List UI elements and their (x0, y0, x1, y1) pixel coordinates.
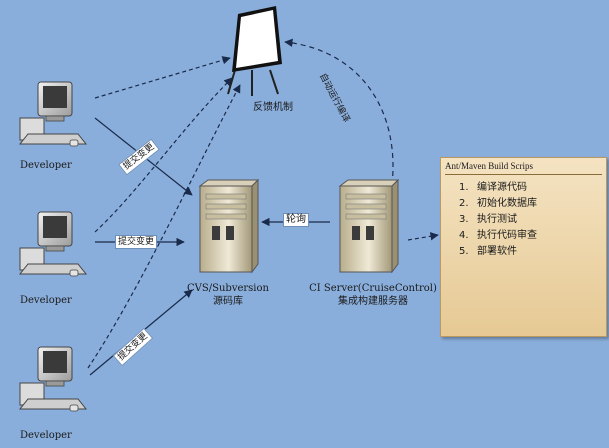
repository-label: CVS/Subversion 源码库 (178, 282, 278, 308)
developer-workstation-icon (18, 211, 88, 277)
build-steps-list: 1.编译源代码 2.初始化数据库 3.执行测试 4.执行代码审查 5.部署软件 (459, 180, 537, 260)
ci-panel-arrow (407, 232, 439, 241)
developer-label: Developer (20, 430, 72, 441)
developer-workstation-icon (18, 81, 88, 147)
dev1-feedback-arrow (94, 56, 231, 99)
commit-change-label: 提交变更 (115, 235, 158, 249)
dev3-feedback-arrow (87, 84, 241, 369)
repository-server-icon (198, 178, 260, 274)
build-step: 5.部署软件 (459, 246, 517, 257)
build-step: 2.初始化数据库 (459, 198, 537, 209)
dev2-feedback-arrow (94, 77, 233, 233)
poll-label: 轮询 (283, 213, 309, 227)
developer-label: Developer (20, 295, 72, 306)
ci-server-caption: 集成构建服务器 (338, 296, 408, 307)
ci-server-label: CI Server(CruiseControl) 集成构建服务器 (298, 282, 448, 308)
repository-name: CVS/Subversion (187, 283, 269, 294)
ci-server-name: CI Server(CruiseControl) (309, 283, 437, 294)
feedback-label: 反馈机制 (253, 102, 293, 113)
ci-feedback-arc (284, 38, 394, 186)
build-scripts-panel: Ant/Maven Build Scrips 1.编译源代码 2.初始化数据库 … (440, 157, 607, 337)
ci-server-icon (338, 178, 400, 274)
repository-caption: 源码库 (213, 296, 243, 307)
developer-workstation-icon (18, 346, 88, 412)
feedback-screen-icon (227, 6, 282, 96)
developer-label: Developer (20, 160, 72, 171)
build-step: 1.编译源代码 (459, 182, 527, 193)
build-step: 3.执行测试 (459, 214, 517, 225)
build-scripts-title: Ant/Maven Build Scrips (445, 158, 602, 175)
build-step: 4.执行代码审查 (459, 230, 537, 241)
